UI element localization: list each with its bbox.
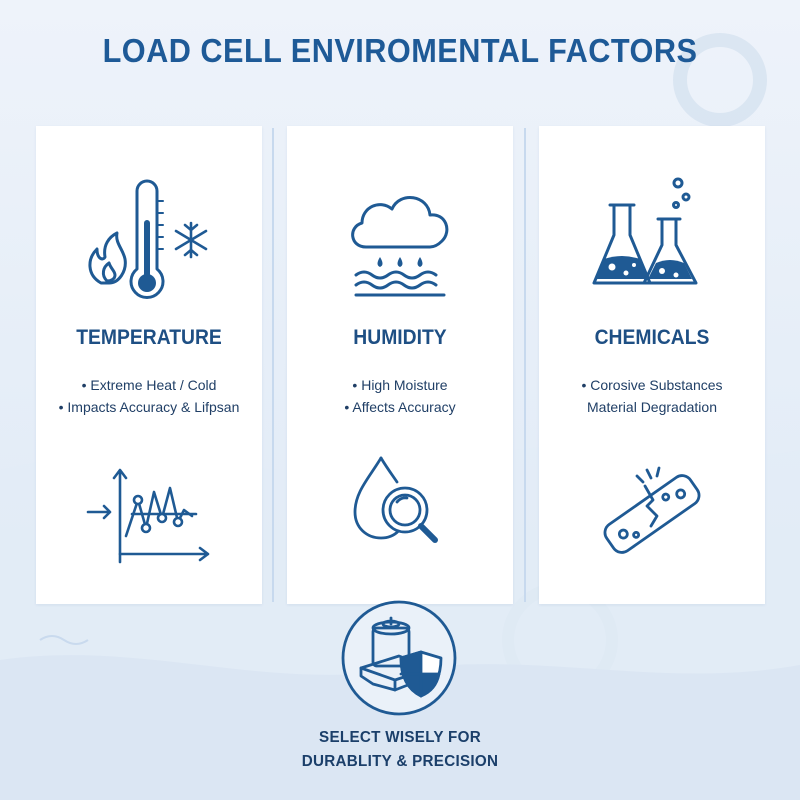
flask-icon xyxy=(642,217,698,285)
footer-message: SELECT WISELY FOR DURABLITY & PRECISION xyxy=(0,726,800,774)
waves-icon xyxy=(354,270,446,297)
magnifier-icon xyxy=(381,486,438,543)
bullet-item: • Extreme Heat / Cold xyxy=(81,377,217,393)
rain-cloud-waves-icon xyxy=(351,196,449,297)
fluctuating-line-graph-icon xyxy=(86,468,210,564)
load-cell-shield-icon xyxy=(341,600,457,716)
cloud-icon xyxy=(351,196,449,249)
humidity-card: HUMIDITY • High Moisture • Affects Accur… xyxy=(287,126,513,604)
temperature-card: TEMPERATURE • Extreme Heat / Cold • Impa… xyxy=(36,126,262,604)
chemicals-card: CHEMICALS • Corosive Substances Material… xyxy=(539,126,765,604)
fire-icon xyxy=(88,231,127,285)
shield-icon xyxy=(399,650,443,698)
bullet-item: Material Degradation xyxy=(587,399,717,415)
chemical-flasks-icon xyxy=(592,177,698,285)
bullet-item: • High Moisture xyxy=(352,377,448,393)
cracked-load-cell-icon xyxy=(603,466,701,554)
rain-drops-icon xyxy=(377,257,423,267)
bullet-item: • Impacts Accuracy & Lifpsan xyxy=(58,399,240,415)
column-divider xyxy=(524,128,526,602)
footer-line: DURABLITY & PRECISION xyxy=(301,753,499,770)
flask-icon xyxy=(592,203,652,285)
water-drop-magnifier-icon xyxy=(353,456,438,543)
snowflake-icon xyxy=(174,221,208,259)
footer-line: SELECT WISELY FOR xyxy=(319,729,481,746)
crack-icon xyxy=(643,484,659,528)
bubbles-icon xyxy=(672,177,691,209)
bullet-item: • Corosive Substances xyxy=(581,377,723,393)
wave-decoration xyxy=(39,635,89,645)
temperature-title: TEMPERATURE xyxy=(76,326,222,349)
bullet-item: • Affects Accuracy xyxy=(344,399,456,415)
wave-decoration xyxy=(0,655,800,800)
column-divider xyxy=(272,128,274,602)
page-title: LOAD CELL ENVIROMENTAL FACTORS xyxy=(102,32,698,69)
gear-icon xyxy=(673,33,767,127)
temperature-bullets: • Extreme Heat / Cold • Impacts Accuracy… xyxy=(36,374,262,418)
humidity-bullets: • High Moisture • Affects Accuracy xyxy=(287,374,513,418)
chemicals-bullets: • Corosive Substances Material Degradati… xyxy=(539,374,765,418)
humidity-title: HUMIDITY xyxy=(353,326,447,349)
thermometer-fire-snowflake-icon xyxy=(88,179,208,299)
chemicals-title: CHEMICALS xyxy=(594,326,710,349)
thermometer-icon xyxy=(129,179,165,299)
